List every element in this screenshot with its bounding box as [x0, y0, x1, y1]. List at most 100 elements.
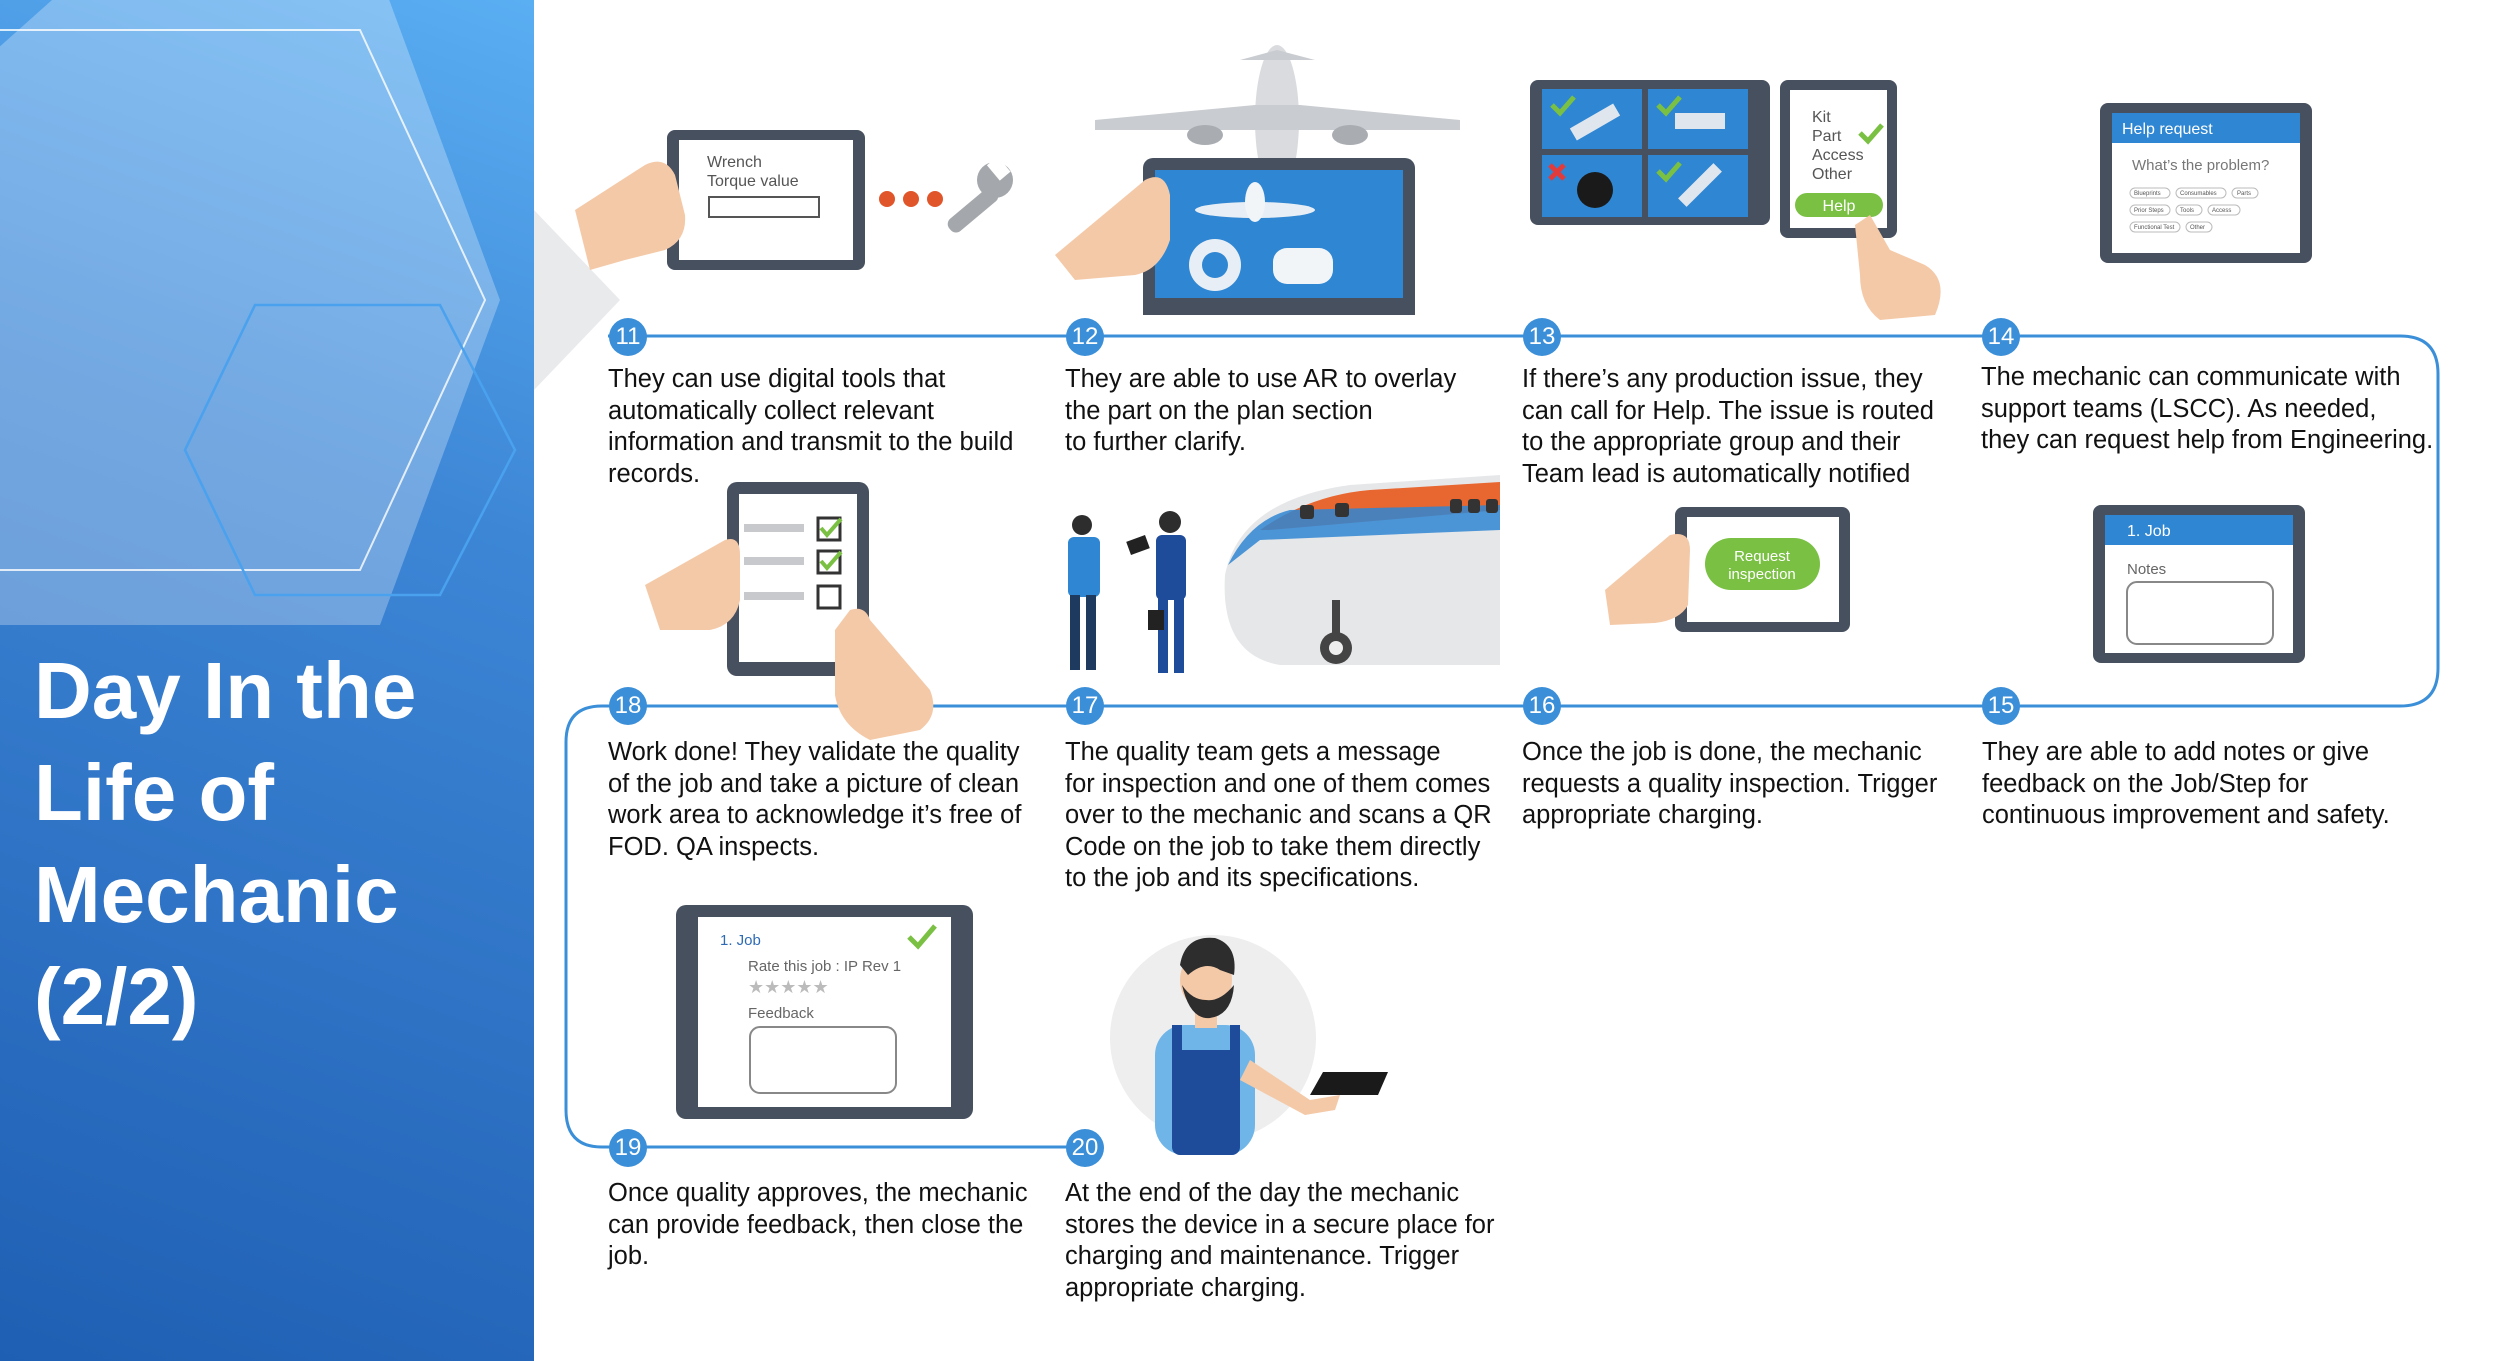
step-text-15: They are able to add notes or give feedb…: [1982, 738, 2390, 829]
aircraft-fuselage-icon: [1224, 475, 1500, 665]
step-text-20: At the end of the day the mechanic store…: [1065, 1179, 1495, 1302]
dot-icon: [903, 191, 919, 207]
step-text-12: They are able to use AR to overlay the p…: [1065, 365, 1457, 456]
step-text-13: If there’s any production issue, they ca…: [1522, 365, 1934, 488]
check-icon: [819, 517, 843, 539]
hand-pointing-icon: [835, 608, 934, 740]
checkbox-icon: [816, 584, 842, 610]
tablet-icon: [1148, 610, 1164, 630]
check-icon: [1858, 123, 1884, 145]
hand-pointing-icon: [1855, 215, 1941, 320]
spark-plug-icon: [1678, 163, 1722, 207]
help-button-label: Help: [1823, 198, 1856, 215]
flow-path: [564, 334, 2440, 1149]
plane-overlay-icon: [1195, 182, 1315, 222]
job-header: [2105, 515, 2293, 545]
chip: Tools: [2180, 208, 2194, 214]
chip: Functional Test: [2134, 225, 2175, 231]
step-number-15: 15: [1982, 687, 2020, 725]
feedback-label: Feedback: [748, 1005, 814, 1022]
notes-input: [2126, 581, 2274, 645]
step-text-18: Work done! They validate the quality of …: [608, 738, 1022, 861]
cross-icon: [1548, 163, 1566, 181]
step-number-19: 19: [609, 1129, 647, 1167]
illustration-checklist: [645, 482, 934, 740]
torque-label: Torque value: [707, 173, 799, 190]
help-button: [1795, 193, 1883, 217]
request-inspection-label: Request: [1734, 548, 1791, 565]
hand-icon: [575, 161, 686, 270]
sidebar-panel: Day In the Life of Mechanic (2/2): [0, 0, 534, 1361]
page-title: Day In the Life of Mechanic (2/2): [34, 640, 514, 1048]
title-line: (2/2): [34, 952, 199, 1041]
star-rating-icon: ★★★★★: [748, 977, 829, 997]
chip: Prior Steps: [2134, 208, 2164, 214]
dot-icon: [927, 191, 943, 207]
job-title: 1. Job: [2127, 523, 2171, 540]
bracket-icon: [1675, 113, 1725, 129]
step-number-20: 20: [1066, 1129, 1104, 1167]
menu-item-kit: Kit: [1812, 109, 1831, 126]
help-header: [2112, 113, 2300, 143]
chip: Consumables: [2180, 191, 2217, 197]
step-number-14: 14: [1982, 318, 2020, 356]
engine-nacelle-icon: [1273, 248, 1333, 284]
job-title: 1. Job: [720, 932, 761, 949]
notes-label: Notes: [2127, 561, 2166, 578]
tablet-icon: [1310, 1072, 1388, 1095]
check-icon: [1550, 95, 1576, 117]
step-text-17: The quality team gets a message for insp…: [1065, 738, 1492, 892]
check-icon: [1656, 95, 1682, 117]
tablet-icon: [1126, 535, 1150, 555]
help-chips: Blueprints Consumables Parts Prior Steps…: [2129, 187, 2259, 233]
illustration-help-call: Kit Part Access Other Help: [1530, 80, 1941, 320]
illustration-mechanic-storing-device: [1110, 935, 1388, 1155]
sidebar-hexagon-decoration: [0, 0, 517, 625]
illustration-feedback: 1. Job Rate this job : IP Rev 1 ★★★★★ Fe…: [676, 905, 973, 1119]
checkbox-icon: [816, 549, 842, 575]
check-icon: [819, 550, 843, 572]
chevron-arrow-icon: [534, 210, 620, 390]
check-icon: [1656, 161, 1682, 183]
bolt-icon: [1569, 103, 1621, 141]
wrench-label: Wrench: [707, 154, 762, 171]
step-number-16: 16: [1523, 687, 1561, 725]
chip: Access: [2212, 208, 2231, 214]
step-text-19: Once quality approves, the mechanic can …: [608, 1179, 1028, 1270]
airplane-icon: [1095, 45, 1460, 195]
help-request-title: Help request: [2122, 121, 2213, 138]
mechanic-person-icon: [1156, 511, 1186, 673]
title-line: Mechanic: [34, 850, 399, 939]
illustration-quality-team: [1068, 475, 1500, 673]
title-line: Day In the: [34, 646, 417, 735]
title-line: Life of: [34, 748, 274, 837]
illustration-digital-tools: Wrench Torque value: [575, 130, 1013, 270]
step-text-16: Once the job is done, the mechanic reque…: [1522, 738, 1938, 829]
illustration-ar-overlay: [1055, 45, 1460, 315]
inspector-person-icon: [1068, 515, 1100, 670]
chip: Parts: [2237, 191, 2251, 197]
menu-item-other: Other: [1812, 166, 1853, 183]
mechanic-person-icon: [1155, 937, 1340, 1155]
step-number-17: 17: [1066, 687, 1104, 725]
menu-item-access: Access: [1812, 147, 1864, 164]
step-number-11: 11: [609, 318, 647, 356]
chip: Other: [2190, 225, 2205, 231]
illustration-help-request: Help request What’s the problem? Bluepri…: [2100, 103, 2312, 263]
hand-icon: [645, 539, 740, 630]
request-inspection-label: inspection: [1728, 566, 1796, 583]
illustration-request-inspection: Request inspection: [1605, 507, 1850, 632]
step-text-14: The mechanic can communicate with suppor…: [1981, 363, 2434, 454]
hand-icon: [1055, 177, 1170, 280]
step-number-12: 12: [1066, 318, 1104, 356]
step-text-11: They can use digital tools that automati…: [608, 365, 1014, 488]
step-number-13: 13: [1523, 318, 1561, 356]
illustration-notes: 1. Job Notes: [2093, 505, 2305, 663]
checkbox-icon: [816, 516, 842, 542]
help-question: What’s the problem?: [2132, 157, 2269, 174]
rate-label: Rate this job : IP Rev 1: [748, 958, 901, 975]
wrench-icon: [947, 156, 1013, 233]
feedback-input: [749, 1026, 897, 1094]
step-number-18: 18: [609, 687, 647, 725]
menu-item-part: Part: [1812, 128, 1842, 145]
